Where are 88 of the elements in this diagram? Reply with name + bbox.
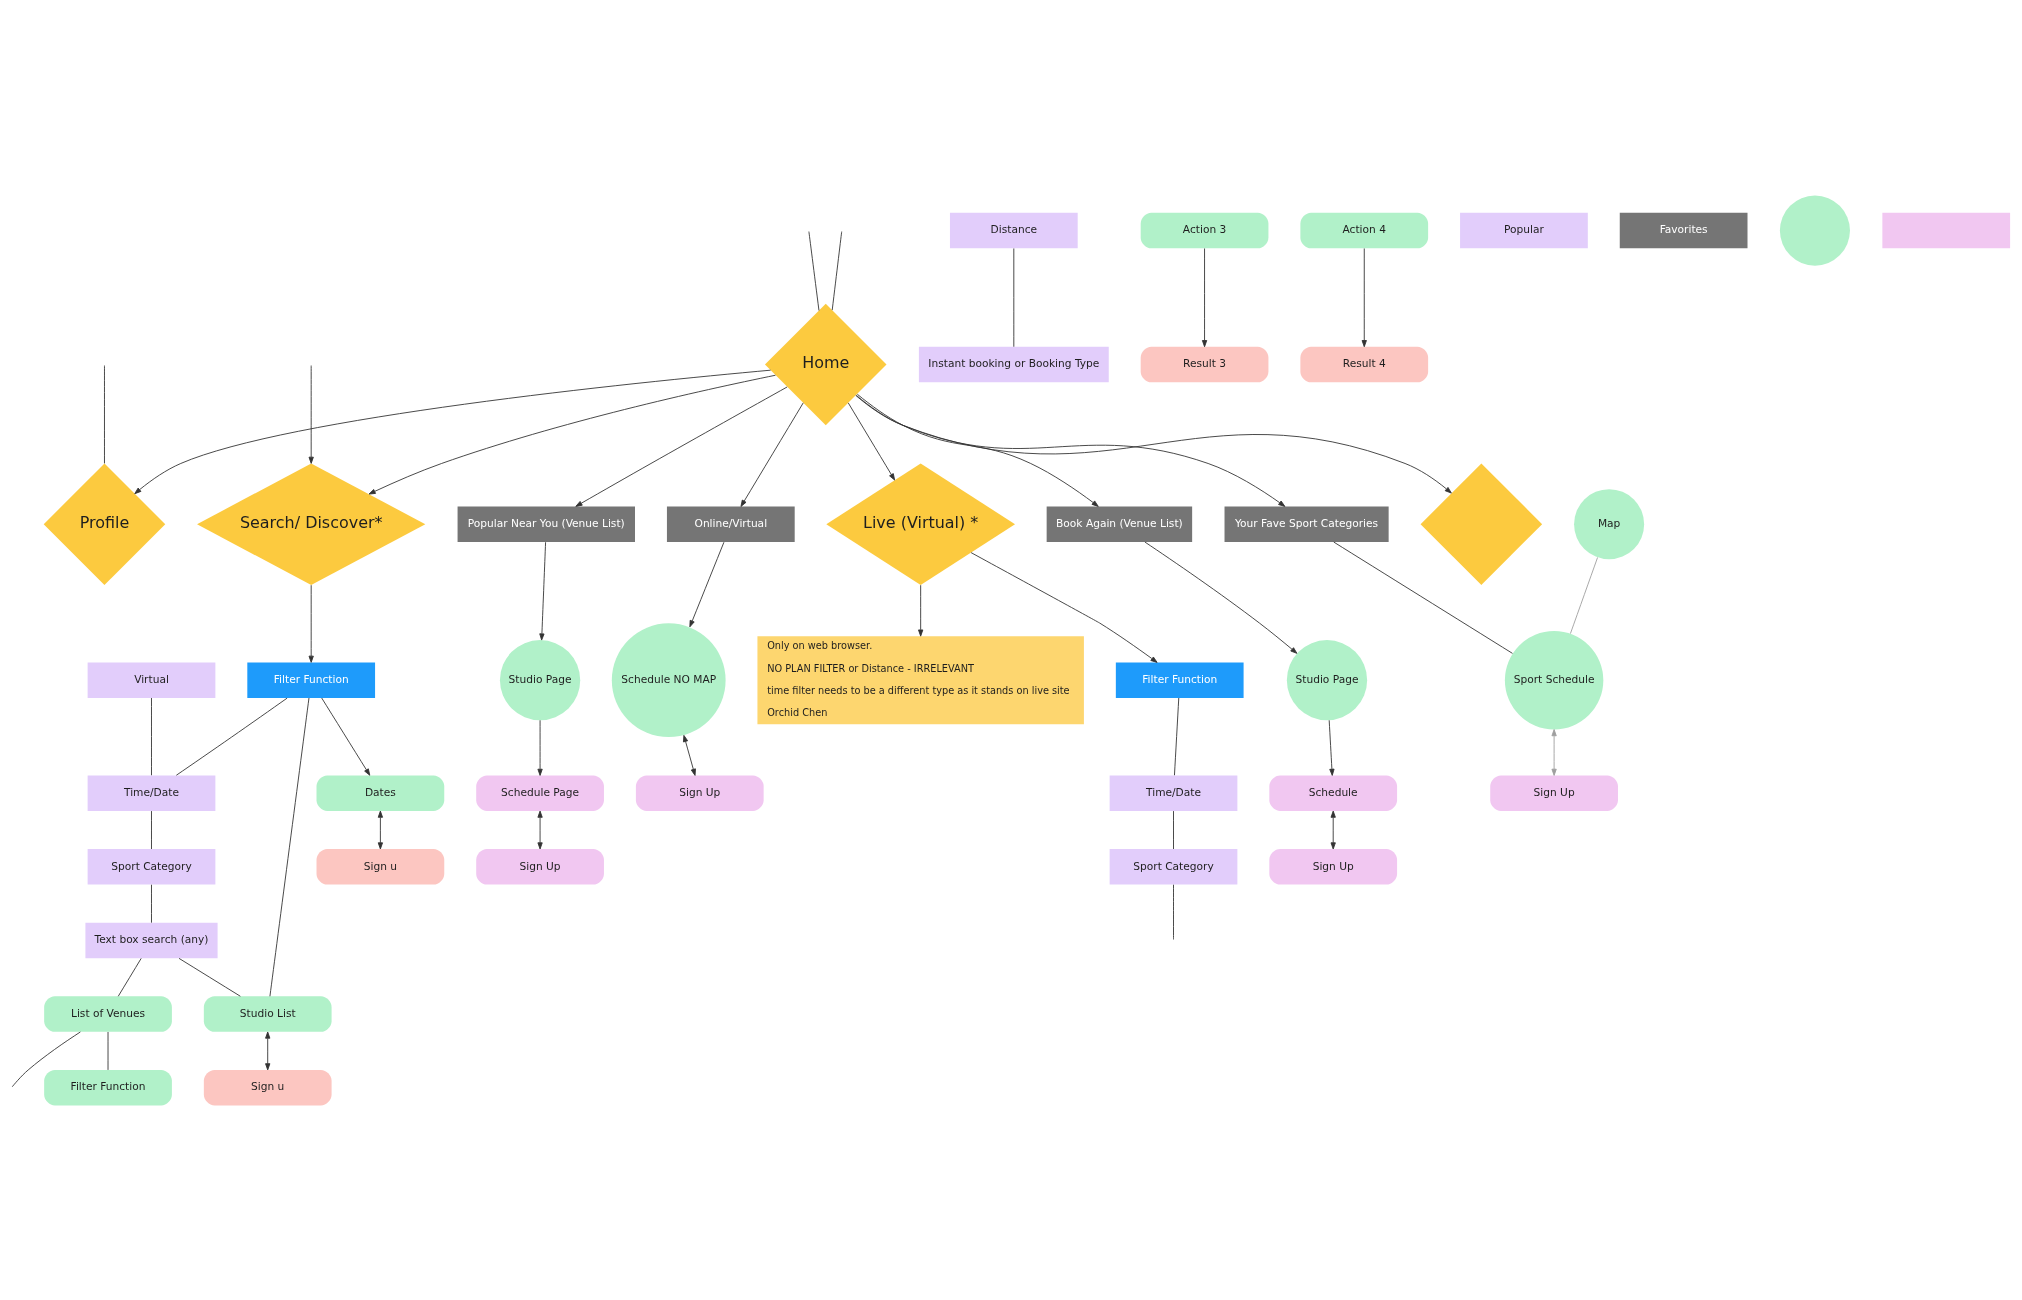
connector [151,810,152,849]
connector [269,697,310,997]
node-box: Dates [316,774,445,811]
arrow [265,1031,271,1070]
node-diamond: Search/ Discover* [197,462,426,585]
arrow [321,697,371,776]
node-circle: Schedule NO MAP [611,622,726,737]
node-box: Studio List [203,995,332,1032]
node-box: Virtual [87,662,216,698]
node-box: Instant booking or Booking Type [918,346,1109,382]
connector [104,364,105,464]
arrow [537,719,543,776]
node-circle: Studio Page [1286,639,1368,720]
node-box: Schedule Page [476,774,604,811]
connector [1173,810,1174,849]
node-box: Your Fave Sport Categories [1224,506,1389,542]
arrow [1551,728,1557,776]
node-box: Book Again (Venue List) [1046,506,1193,542]
node-box [1882,212,2011,248]
arrow [1144,541,1298,654]
arrow [308,364,314,464]
connector [117,957,142,997]
node-box: Filter Function [247,662,376,698]
arrow [575,386,788,507]
arrow [856,393,1099,507]
arrow [308,584,314,663]
arrow [970,551,1158,663]
arrow [855,394,1452,493]
node-box: Time/Date [87,774,216,811]
node-circle [1779,195,1850,266]
node-circle: Sport Schedule [1504,630,1604,729]
connector [1173,883,1174,940]
node-box: Sign Up [1490,774,1618,811]
connector [1333,541,1513,654]
node-box: Popular [1460,212,1588,248]
node-diamond [1420,462,1543,585]
node-box: Action 3 [1140,212,1269,248]
connector [175,697,288,776]
node-box: Filter Function [1115,662,1244,698]
arrow [1201,247,1208,347]
node-box: Favorites [1619,212,1748,248]
arrow [368,374,776,495]
node-circle: Map [1574,488,1645,559]
node-box: Time/Date [1109,774,1238,811]
node-box: Sport Category [1109,848,1238,885]
connector [11,1031,81,1087]
connector [151,697,152,776]
connector [1569,556,1599,634]
node-box: Sign Up [1269,848,1398,885]
arrow [1361,247,1367,347]
node-box: Filter Function [44,1069,172,1105]
node-box: List of Venues [44,995,172,1032]
arrow [683,734,696,776]
node-box: Distance [949,212,1078,248]
node-circle: Studio Page [499,639,581,720]
connector [1174,697,1180,776]
node-box: Sign u [316,848,445,885]
node-box: Sign u [203,1069,332,1105]
connector [808,230,820,311]
arrow [689,541,725,627]
arrow [377,810,383,849]
node-box: Text box search (any) [85,922,218,958]
node-box: Schedule [1269,774,1398,811]
node-box: Action 4 [1300,212,1429,248]
arrow [539,541,547,640]
connector [831,230,843,311]
node-box: Result 3 [1140,346,1269,382]
node-box: Online/Virtual [666,506,795,542]
connector [1013,247,1015,347]
node-box: Sign Up [476,848,604,885]
node-box: Sign Up [635,774,764,811]
node-box: Popular Near You (Venue List) [457,506,635,542]
node-diamond: Live (Virtual) * [826,462,1016,585]
arrow [847,401,896,480]
arrow [918,584,924,637]
arrow [855,394,1286,507]
node-diamond: Profile [43,462,166,585]
arrow [537,810,543,849]
connector [178,957,241,997]
connector [151,883,152,923]
node-box: Result 4 [1300,346,1429,382]
arrow [1330,810,1336,849]
node-diamond: Home [764,303,887,425]
arrow [134,369,772,494]
node-box: Sport Category [87,848,216,885]
arrow [1328,719,1335,776]
node-box: Only on web browser. NO PLAN FILTER or Distance - IRRELEVANT time filter needs to be a different type as it stands on live site Orchid Chen [757,635,1084,724]
arrow [740,401,804,507]
